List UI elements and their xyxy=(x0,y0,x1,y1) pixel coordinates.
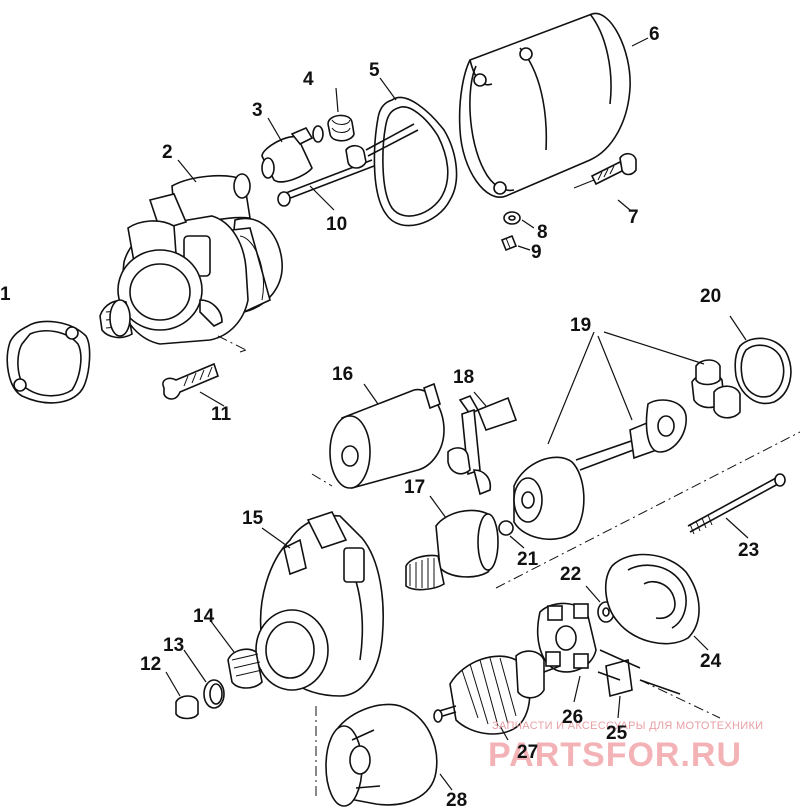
part-25-terminal xyxy=(597,649,681,719)
label-22: 22 xyxy=(560,564,581,585)
part-21-ball xyxy=(498,520,525,549)
part-16-solenoid xyxy=(329,382,445,490)
part-9-screw xyxy=(500,234,531,252)
label-25: 25 xyxy=(606,723,628,744)
part-15-gear-housing xyxy=(255,511,384,697)
part-17-pinion-drive xyxy=(405,495,499,591)
label-18: 18 xyxy=(453,367,474,388)
part-6-end-cover xyxy=(458,12,649,198)
part-12-cap xyxy=(165,671,199,720)
label-14: 14 xyxy=(193,606,215,627)
part-24-yoke xyxy=(604,553,709,651)
label-19: 19 xyxy=(570,315,591,336)
label-3: 3 xyxy=(252,100,263,121)
part-13-ring xyxy=(183,649,225,709)
label-23: 23 xyxy=(738,540,759,561)
label-28: 28 xyxy=(446,790,467,810)
label-1: 1 xyxy=(0,284,11,305)
label-9: 9 xyxy=(531,242,542,263)
part-27-armature xyxy=(433,650,561,741)
part-18-shift-lever xyxy=(447,391,518,496)
label-24: 24 xyxy=(700,651,722,672)
part-26-brush-holder xyxy=(536,602,597,703)
part-8-washer xyxy=(503,211,535,229)
part-20-clip-ring xyxy=(729,315,792,405)
label-10: 10 xyxy=(326,214,347,235)
part-28-rear-cover xyxy=(325,703,453,807)
label-21: 21 xyxy=(517,549,539,570)
part-23-through-bolt xyxy=(687,473,786,539)
part-11-bolt xyxy=(162,362,225,407)
part-5-seal-ring xyxy=(373,77,458,227)
label-5: 5 xyxy=(369,60,380,81)
label-20: 20 xyxy=(700,286,721,307)
part-2-starter-assembly xyxy=(99,159,283,345)
label-15: 15 xyxy=(242,508,264,529)
part-3-plunger xyxy=(261,117,314,183)
label-6: 6 xyxy=(649,24,660,45)
label-16: 16 xyxy=(332,364,353,385)
label-27: 27 xyxy=(517,742,538,763)
label-26: 26 xyxy=(562,707,583,728)
part-14-sleeve xyxy=(209,619,263,689)
label-2: 2 xyxy=(162,142,173,163)
label-13: 13 xyxy=(163,635,184,656)
part-7-bolt xyxy=(573,152,637,211)
part-4-spring xyxy=(312,87,355,143)
part-1-gasket xyxy=(6,320,91,404)
watermark-logo: PARTSFOR.RU xyxy=(488,736,742,774)
label-4: 4 xyxy=(303,69,314,90)
label-11: 11 xyxy=(211,404,232,425)
part-19-shaft-gears xyxy=(513,331,741,540)
part-10-rod xyxy=(277,123,419,211)
label-8: 8 xyxy=(537,222,548,243)
watermark-tagline: ЗАПЧАСТИ И АКСЕССУАРЫ ДЛЯ МОТОТЕХНИКИ xyxy=(492,720,763,732)
label-17: 17 xyxy=(404,477,425,498)
label-12: 12 xyxy=(140,654,161,675)
label-7: 7 xyxy=(628,207,639,228)
